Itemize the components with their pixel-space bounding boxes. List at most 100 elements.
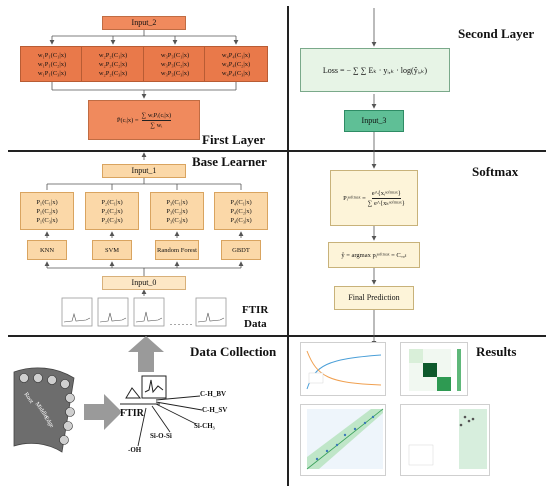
argmax-formula: ŷ = argmax pᵢˢᵒᶠᵗᵐᵃˣ = Cₒᵤₜ	[341, 251, 407, 259]
spectrum-line	[197, 312, 225, 323]
model-knn: KNN	[27, 240, 67, 260]
scatter-point	[459, 423, 463, 427]
formula-fraction: ∑ wᵢPᵢ(cᵢ|x) ∑ wᵢ	[141, 111, 172, 130]
curve-val	[306, 350, 382, 386]
model-label: KNN	[39, 246, 55, 254]
input-3-label: Input_3	[361, 116, 387, 125]
spectrum-line	[63, 312, 91, 323]
prob-group-3: P₃(C₁|x) P₃(C₂|x) P₃(C₃|x)	[150, 192, 204, 230]
data-collection-title: Data Collection	[190, 344, 277, 359]
input-0-box: Input_0	[102, 276, 186, 290]
sample-hole	[63, 421, 73, 431]
prob-value: P₄(C₂|x)	[230, 207, 252, 215]
sample-hole	[65, 393, 75, 403]
weighted-group-4: w₄P₄(C₁|x) w₄P₄(C₂|x) w₄P₄(C₃|x)	[204, 46, 268, 82]
model-gbdt: GBDT	[221, 240, 261, 260]
prob-value: P₂(C₂|x)	[101, 207, 123, 215]
sample-hole	[33, 373, 43, 383]
final-prediction-label: Final Prediction	[348, 293, 400, 302]
result-training-curve	[300, 342, 386, 396]
second-layer-title: Second Layer	[458, 26, 535, 41]
weighted-prob: w₄P₄(C₃|x)	[221, 69, 251, 77]
cm-colorbar	[457, 349, 461, 391]
softmax-denominator: ∑ e^{xₖˢᵒᶠᵗᵐᵃˣ}	[367, 199, 405, 207]
input-2-label: Input_2	[131, 18, 157, 27]
model-svm: SVM	[92, 240, 132, 260]
result-confusion-matrix	[400, 342, 468, 396]
ftir-instrument-label: FTIR	[120, 408, 144, 419]
vertical-divider	[287, 6, 289, 486]
scatter-point	[363, 421, 367, 425]
sample-hole	[19, 373, 29, 383]
model-random-forest: Random Forest	[155, 240, 199, 260]
weighted-prob: w₂P₂(C₃|x)	[98, 69, 128, 77]
weighted-prob: w₃P₃(C₂|x)	[160, 60, 190, 68]
scatter-point	[463, 415, 467, 419]
scatter-point	[335, 443, 339, 447]
spectrum-line	[135, 311, 163, 323]
confusion-matrix-plot	[409, 349, 461, 391]
prob-value: P₂(C₃|x)	[101, 216, 123, 224]
cm-cell	[423, 349, 437, 363]
weighted-prob: w₂P₂(C₂|x)	[98, 60, 128, 68]
instrument-spectrum	[144, 379, 164, 394]
argmax-box: ŷ = argmax pᵢˢᵒᶠᵗᵐᵃˣ = Cₒᵤₜ	[328, 242, 420, 268]
weighted-prob: w₁P₁(C₃|x)	[37, 69, 67, 77]
cm-cell	[437, 349, 451, 363]
cm-cell	[437, 363, 451, 377]
prob-value: P₃(C₃|x)	[166, 216, 188, 224]
sample-hole	[60, 379, 70, 389]
cm-cell	[409, 377, 423, 391]
weighted-prob: w₁P₁(C₂|x)	[37, 60, 67, 68]
formula-denominator: ∑ wᵢ	[150, 121, 163, 129]
softmax-fraction: e^{xᵢˢᵒᶠᵗᵐᵃˣ} ∑ e^{xₖˢᵒᶠᵗᵐᵃˣ}	[368, 189, 405, 208]
cm-cell	[409, 363, 423, 377]
first-layer-title: First Layer	[202, 132, 266, 147]
weighted-prob: w₃P₃(C₃|x)	[160, 69, 190, 77]
model-label: SVM	[104, 246, 120, 254]
scatter-legend	[408, 444, 434, 466]
model-label: GBDT	[232, 246, 250, 254]
instrument-screen	[141, 375, 167, 399]
scatter-point	[371, 415, 375, 419]
ftir-label: FTIR	[242, 304, 269, 316]
weighted-prob: w₂P₂(C₁|x)	[98, 51, 128, 59]
input-3-box: Input_3	[344, 110, 404, 132]
scatter-point	[325, 449, 329, 453]
bond-label-2: C-H_SV	[202, 406, 228, 414]
formula-numerator: ∑ wᵢPᵢ(cᵢ|x)	[141, 111, 172, 121]
prob-value: P₂(C₁|x)	[101, 198, 123, 206]
cm-cell	[423, 377, 437, 391]
formula-lhs: P̄(cᵢ|x) =	[116, 116, 139, 124]
weighted-prob: w₄P₄(C₁|x)	[221, 51, 251, 59]
training-curve-plot	[306, 350, 382, 390]
prob-value: P₄(C₃|x)	[230, 216, 252, 224]
weighted-group-2: w₂P₂(C₁|x) w₂P₂(C₂|x) w₂P₂(C₃|x)	[81, 46, 145, 82]
result-regression-scatter	[300, 404, 386, 476]
prob-group-2: P₂(C₁|x) P₂(C₂|x) P₂(C₃|x)	[85, 192, 139, 230]
fit-line	[306, 408, 384, 470]
bond-label-3: Si-CH₃	[194, 422, 215, 430]
curve-legend	[308, 372, 324, 384]
weighted-prob: w₄P₄(C₂|x)	[221, 60, 251, 68]
results-title: Results	[476, 344, 517, 359]
horizontal-divider-bottom	[8, 335, 546, 337]
softmax-formula-box: Pᵢˢᵒᶠᵗᵐᵃˣ = e^{xᵢˢᵒᶠᵗᵐᵃˣ} ∑ e^{xₖˢᵒᶠᵗᵐᵃˣ…	[330, 170, 418, 226]
cm-cell	[437, 377, 451, 391]
weighted-group-3: w₃P₃(C₁|x) w₃P₃(C₂|x) w₃P₃(C₃|x)	[143, 46, 207, 82]
prob-group-4: P₄(C₁|x) P₄(C₂|x) P₄(C₃|x)	[214, 192, 268, 230]
input-0-label: Input_0	[131, 278, 157, 287]
prob-value: P₃(C₁|x)	[166, 198, 188, 206]
weighted-average-formula: P̄(cᵢ|x) = ∑ wᵢPᵢ(cᵢ|x) ∑ wᵢ	[88, 100, 200, 140]
model-label: Random Forest	[157, 246, 197, 254]
result-scatter	[400, 404, 490, 476]
softmax-lhs: Pᵢˢᵒᶠᵗᵐᵃˣ =	[343, 194, 366, 202]
weighted-prob: w₁P₁(C₁|x)	[37, 51, 67, 59]
scatter-point	[315, 457, 319, 461]
loss-formula-box: Loss = − ∑ ∑ Eₖ · yᵢ,ₖ · log(ŷᵢ,ₖ)	[300, 48, 450, 92]
